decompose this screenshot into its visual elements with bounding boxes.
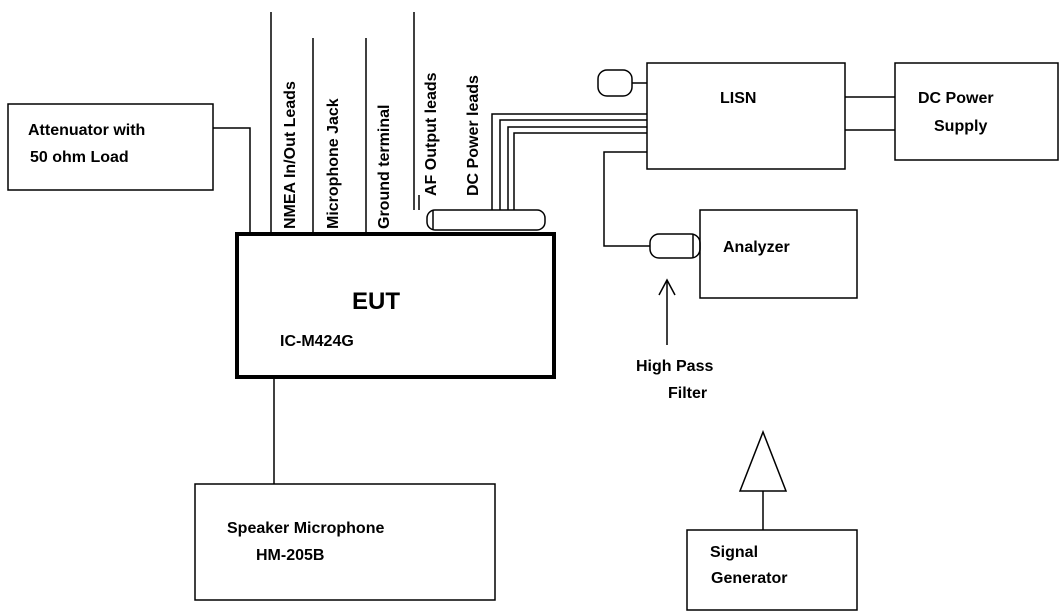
dc-power-lead-2 [499, 119, 647, 210]
attenuator-label-line2: 50 ohm Load [30, 149, 129, 166]
lisn-label: LISN [720, 90, 757, 107]
signal-generator-label-line1: Signal [710, 544, 759, 561]
antenna-icon [738, 429, 788, 492]
eut-title: EUT [352, 288, 400, 315]
attenuator-wire [213, 127, 251, 236]
high-pass-filter-label-line2: Filter [668, 385, 708, 402]
lisn-termination [597, 69, 633, 97]
microphone-jack-label: Microphone Jack [325, 98, 342, 229]
high-pass-filter-label-line1: High Pass [636, 358, 714, 375]
lisn-analyzer-wire [603, 151, 650, 247]
lisn-box [646, 62, 846, 170]
dc-power-supply-label-line1: DC Power [918, 90, 994, 107]
speaker-microphone-label-line2: HM-205B [256, 547, 325, 564]
eut-model: IC-M424G [280, 333, 354, 350]
ground-terminal-label: Ground terminal [376, 104, 393, 229]
ferrite-clamp [426, 209, 546, 231]
dc-power-lead-3 [507, 126, 647, 210]
signal-generator-box [686, 529, 858, 611]
dc-power-lead-4 [513, 132, 647, 210]
eut-box [235, 232, 556, 379]
dc-power-supply-label-line2: Supply [934, 118, 988, 135]
analyzer-label: Analyzer [723, 239, 790, 256]
dc-power-leads-label: DC Power leads [465, 75, 482, 196]
dc-power-supply-box [894, 62, 1059, 161]
nmea-lead-label: NMEA In/Out Leads [282, 81, 299, 229]
attenuator-label-line1: Attenuator with [28, 122, 146, 139]
signal-generator-label-line2: Generator [711, 570, 788, 587]
analyzer-box [699, 209, 858, 299]
af-output-label: AF Output leads [423, 72, 440, 196]
speaker-microphone-label-line1: Speaker Microphone [227, 520, 385, 537]
speaker-microphone-box [194, 483, 496, 601]
attenuator-box [7, 103, 214, 191]
dc-power-lead-1 [491, 113, 647, 210]
